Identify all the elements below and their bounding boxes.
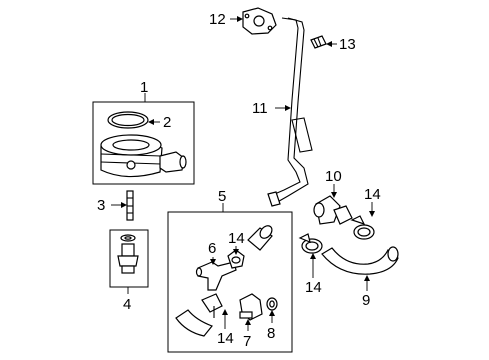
hose-kit-box (167, 211, 293, 353)
oil-cooler-part (100, 134, 187, 178)
outer-clamp-right-part (350, 215, 375, 240)
flange-gasket-part (242, 7, 277, 35)
stud-part (310, 35, 327, 49)
tee-fitting-part (195, 261, 237, 291)
elbow-fitting-part (239, 293, 263, 321)
cooler-stud-part (126, 190, 134, 221)
callout-11: 11 (252, 100, 268, 117)
short-hose-part (247, 225, 273, 251)
callout-4: 4 (123, 296, 131, 313)
callout-1: 1 (140, 79, 148, 96)
callout-5: 5 (218, 188, 226, 205)
return-hose-part (321, 246, 399, 275)
callout-13: 13 (339, 36, 356, 53)
drain-valve-part (117, 234, 139, 274)
callout-6: 6 (208, 240, 216, 257)
callout-2: 2 (163, 114, 171, 131)
o-ring-part (107, 111, 149, 129)
union-fitting-part (313, 195, 353, 225)
outer-clamp-left-part (298, 233, 323, 254)
callout-7: 7 (243, 333, 251, 350)
curved-hose-part (175, 293, 223, 337)
callout-8: 8 (267, 325, 275, 342)
callout-3: 3 (97, 197, 105, 214)
washer-part (266, 297, 278, 311)
oil-cooler-assembly-box (92, 101, 195, 185)
callout-14-kit-bottom: 14 (217, 330, 234, 347)
callout-14-kit-top: 14 (228, 230, 245, 247)
callout-14-outer-top: 14 (364, 186, 381, 203)
callout-14-outer-bottom: 14 (305, 279, 322, 296)
callout-10: 10 (325, 168, 342, 185)
callout-12: 12 (209, 11, 226, 28)
drain-valve-box (109, 229, 149, 288)
oil-tube-part (267, 17, 313, 207)
callout-9: 9 (362, 292, 370, 309)
